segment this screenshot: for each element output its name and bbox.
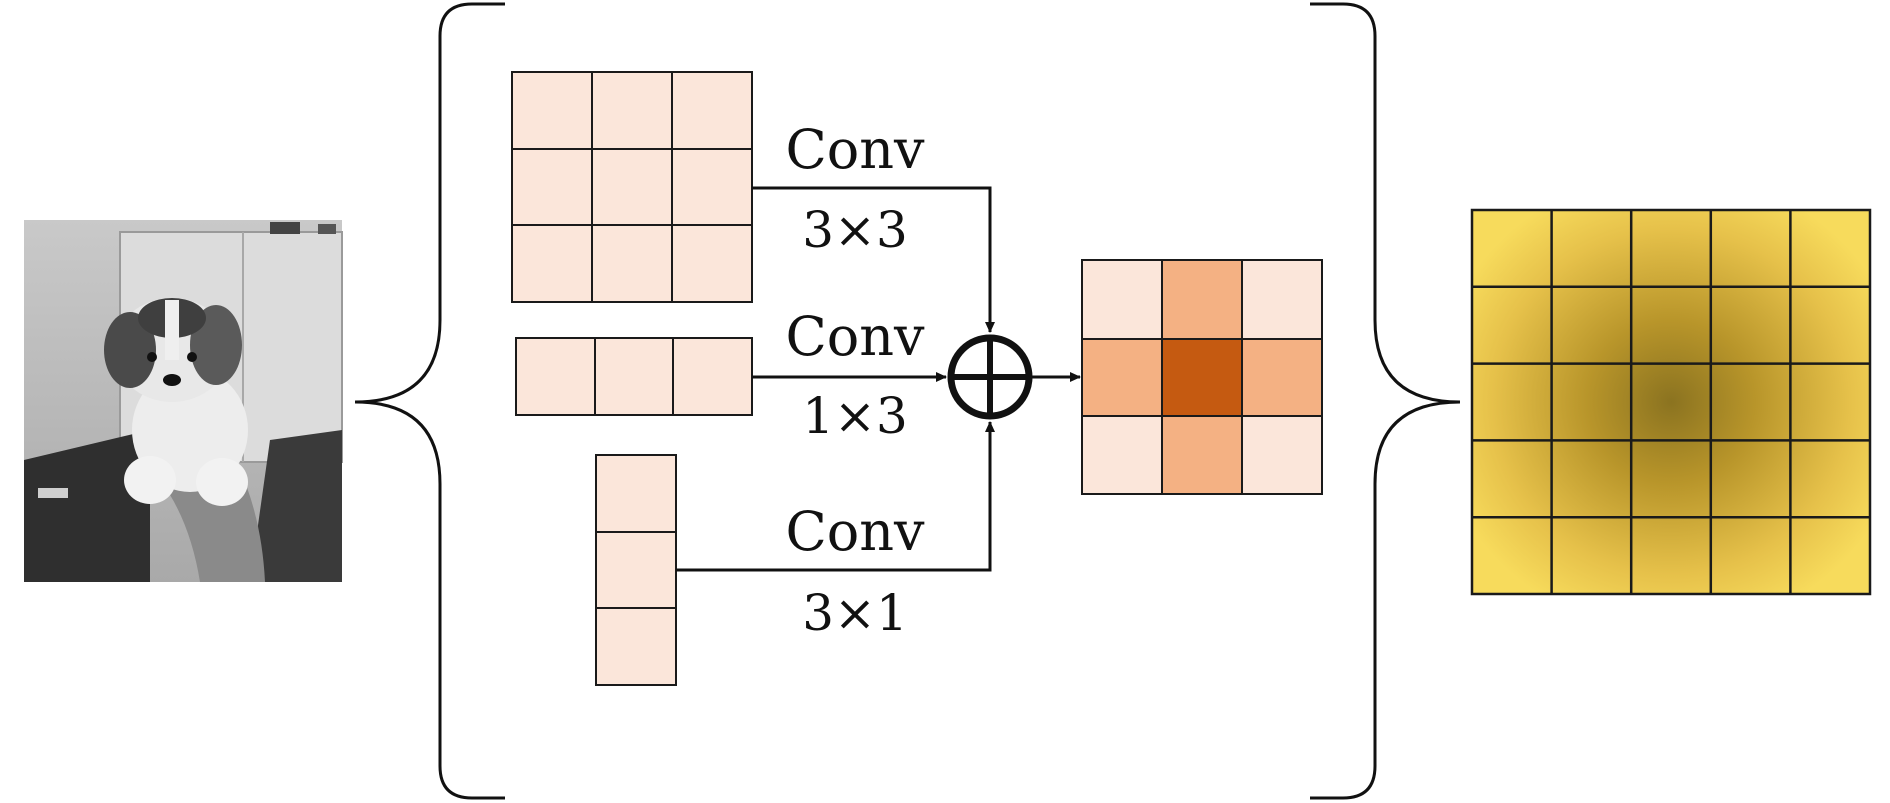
merged-kernel xyxy=(1081,259,1323,495)
input-photo xyxy=(24,220,343,582)
kernel-3x3 xyxy=(511,71,753,303)
kernel-3x1 xyxy=(595,454,677,686)
branch-3x1-connector xyxy=(676,421,995,572)
plus-circle-icon xyxy=(947,334,1033,420)
output-feature-map xyxy=(1470,208,1872,596)
branch-1x3-label-top: Conv xyxy=(785,305,925,368)
branch-3x3-label-top: Conv xyxy=(785,118,925,181)
kernel-1x3 xyxy=(515,337,753,416)
branch-3x3-connector xyxy=(752,186,995,333)
left-brace xyxy=(354,2,505,800)
branch-1x3-label-bottom: 1×3 xyxy=(802,387,908,445)
branch-3x3-label-bottom: 3×3 xyxy=(802,201,908,259)
branch-3x1-label-top: Conv xyxy=(785,500,925,563)
branch-3x1-label-bottom: 3×1 xyxy=(802,584,908,642)
right-brace xyxy=(1310,2,1461,800)
